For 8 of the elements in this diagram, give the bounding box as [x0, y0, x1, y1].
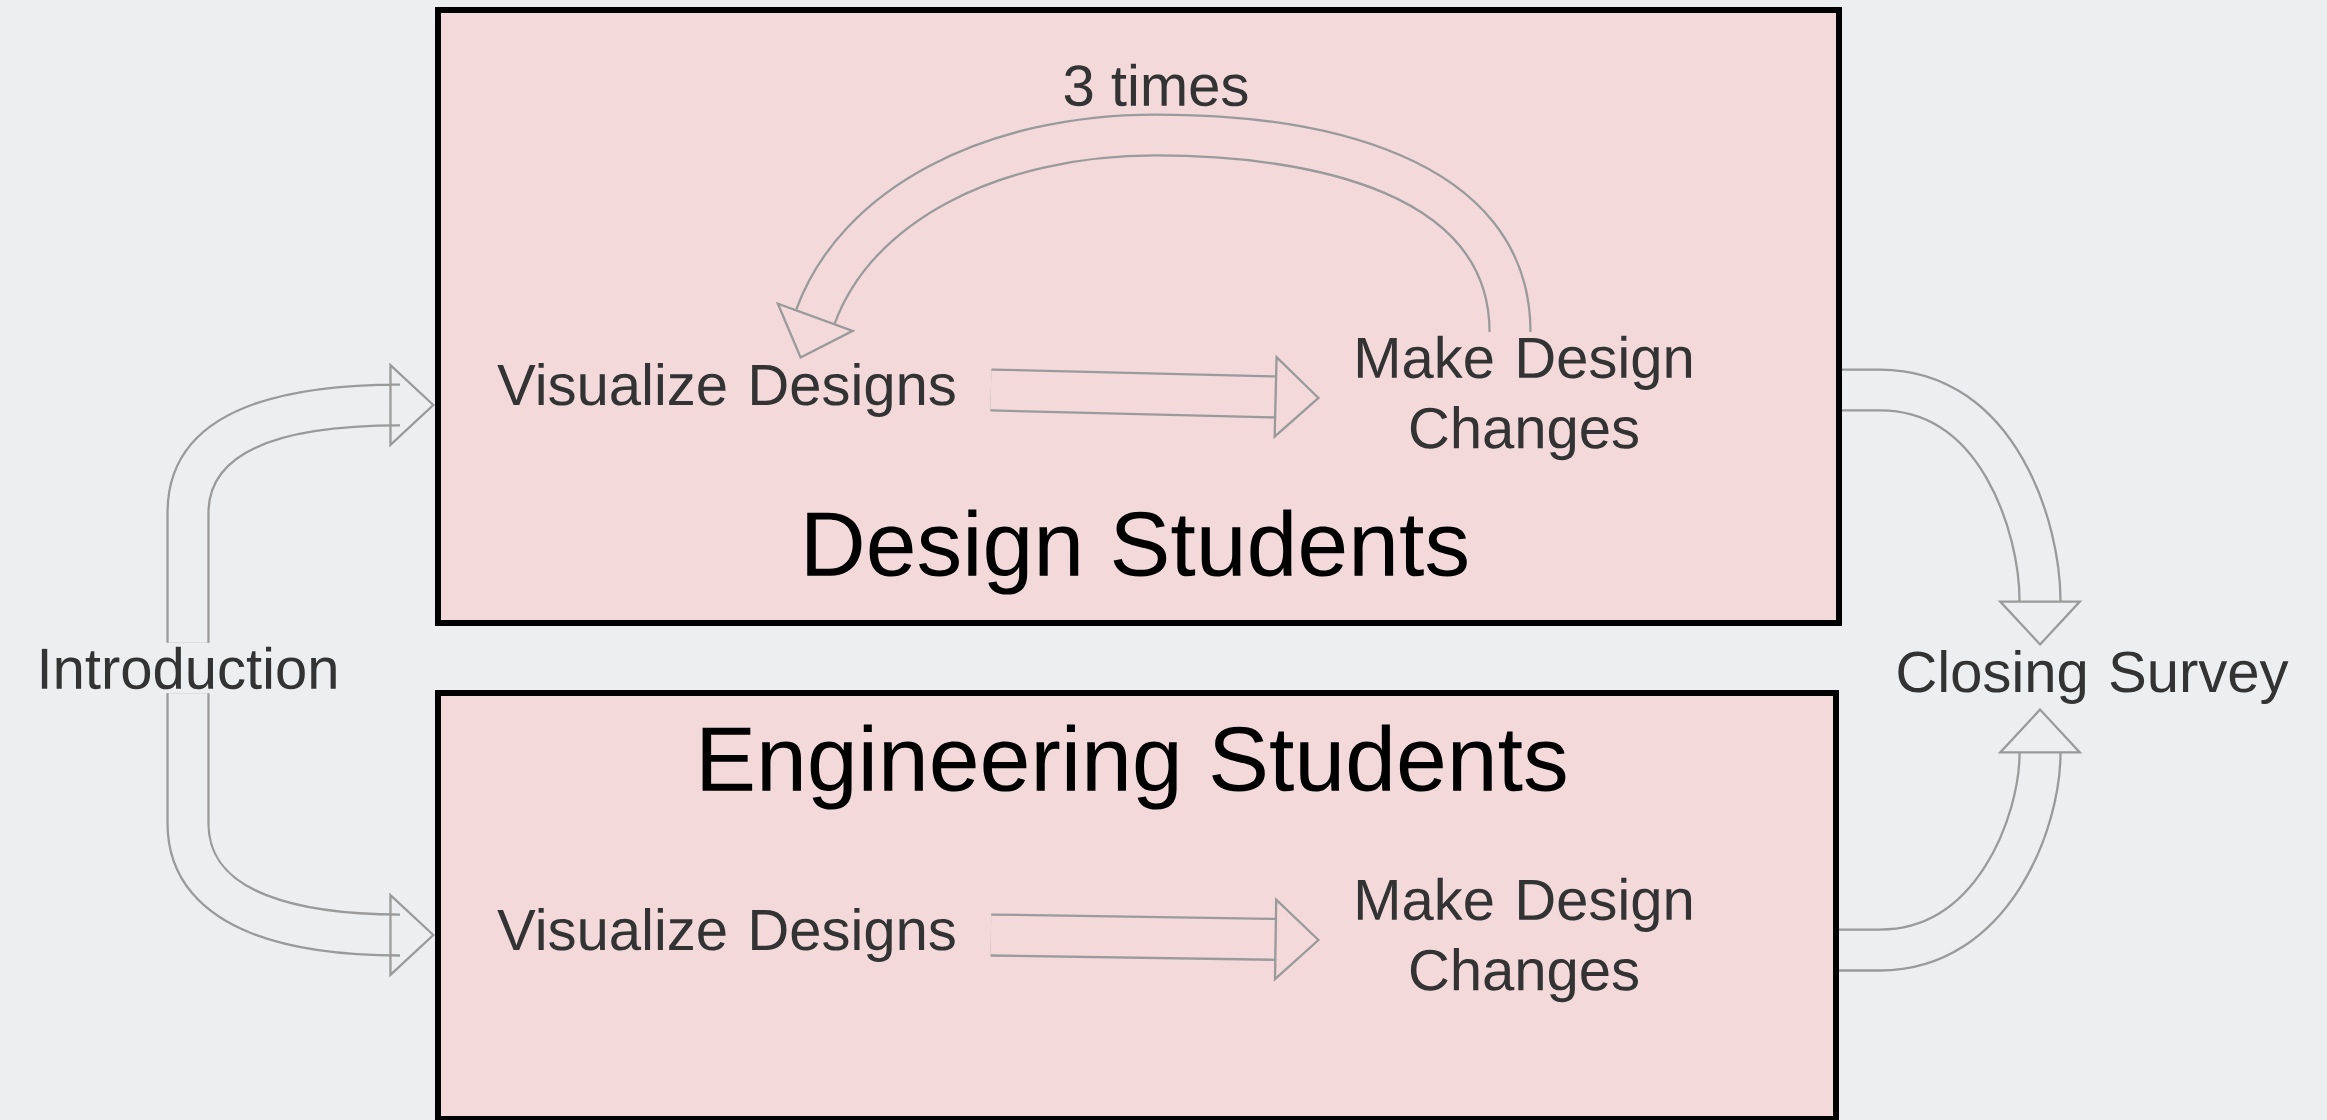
step-text: Closing Survey — [1898, 649, 2289, 705]
hollow-arrow — [166, 362, 435, 643]
step-text: Visualize Designs — [497, 907, 955, 963]
step-text: Make Design Changes — [1357, 335, 1691, 461]
edge-label: 3 times — [1064, 63, 1248, 107]
step-text: Visualize Designs — [497, 362, 955, 418]
step-text: Introduction — [41, 646, 336, 690]
step-text: Make Design Changes — [1357, 877, 1691, 1003]
